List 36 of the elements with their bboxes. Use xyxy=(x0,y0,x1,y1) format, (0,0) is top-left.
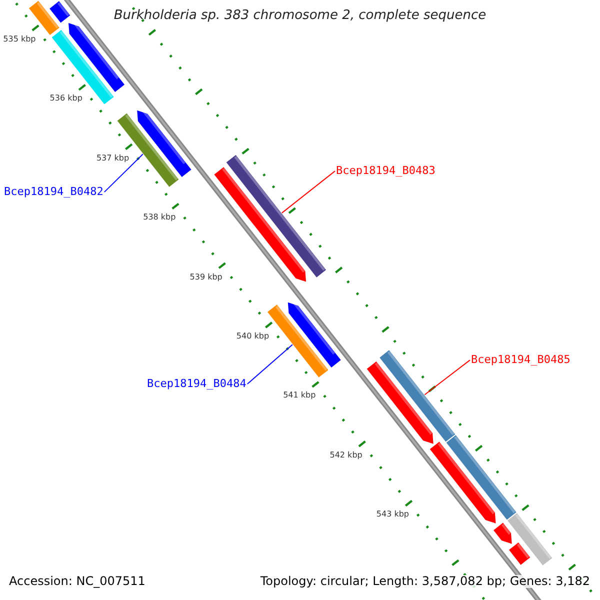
scale-label: 535 kbp xyxy=(3,35,36,44)
scale-label: 540 kbp xyxy=(236,332,270,342)
gene-bar xyxy=(430,442,496,524)
scale-label: 537 kbp xyxy=(96,154,130,164)
gene-bar xyxy=(68,20,125,92)
genome-summary: Topology: circular; Length: 3,587,082 bp; Genes: 3,182 xyxy=(260,575,590,588)
leader-line xyxy=(281,170,336,214)
gene-bar xyxy=(288,300,341,368)
gene-bar xyxy=(508,513,552,566)
gene-label: Bcep18194_B0483 xyxy=(336,165,436,178)
gene-bar xyxy=(50,1,70,23)
gene-bar xyxy=(508,542,530,565)
accession-note: Accession: NC_007511 xyxy=(9,575,146,588)
gene-bar xyxy=(117,113,179,187)
gene-bar xyxy=(494,522,512,544)
gene-bar xyxy=(52,30,114,104)
scale-label: 543 kbp xyxy=(376,510,409,520)
scale-label: 538 kbp xyxy=(143,214,176,223)
scale-label: 539 kbp xyxy=(190,273,222,282)
gene-bar xyxy=(366,361,434,444)
scale-label: 536 kbp xyxy=(50,94,82,104)
gene-label: Bcep18194_B0482 xyxy=(4,186,104,198)
scale-label: 542 kbp xyxy=(330,451,362,460)
gene-bar xyxy=(268,304,328,378)
gene-bar xyxy=(380,350,456,442)
gene-label: Bcep18194_B0485 xyxy=(471,354,570,366)
leader-line xyxy=(246,344,293,385)
title: Burkholderia sp. 383 chromosome 2, complete sequence xyxy=(114,9,486,24)
gene-bar xyxy=(446,435,516,520)
leader-line xyxy=(424,360,470,396)
gene-bar xyxy=(28,0,60,35)
gene-bar xyxy=(137,108,192,177)
scale-label: 541 kbp xyxy=(283,392,316,401)
leader-line xyxy=(104,154,144,193)
gene-bar xyxy=(226,155,326,278)
gene-label: Bcep18194_B0484 xyxy=(147,378,246,390)
